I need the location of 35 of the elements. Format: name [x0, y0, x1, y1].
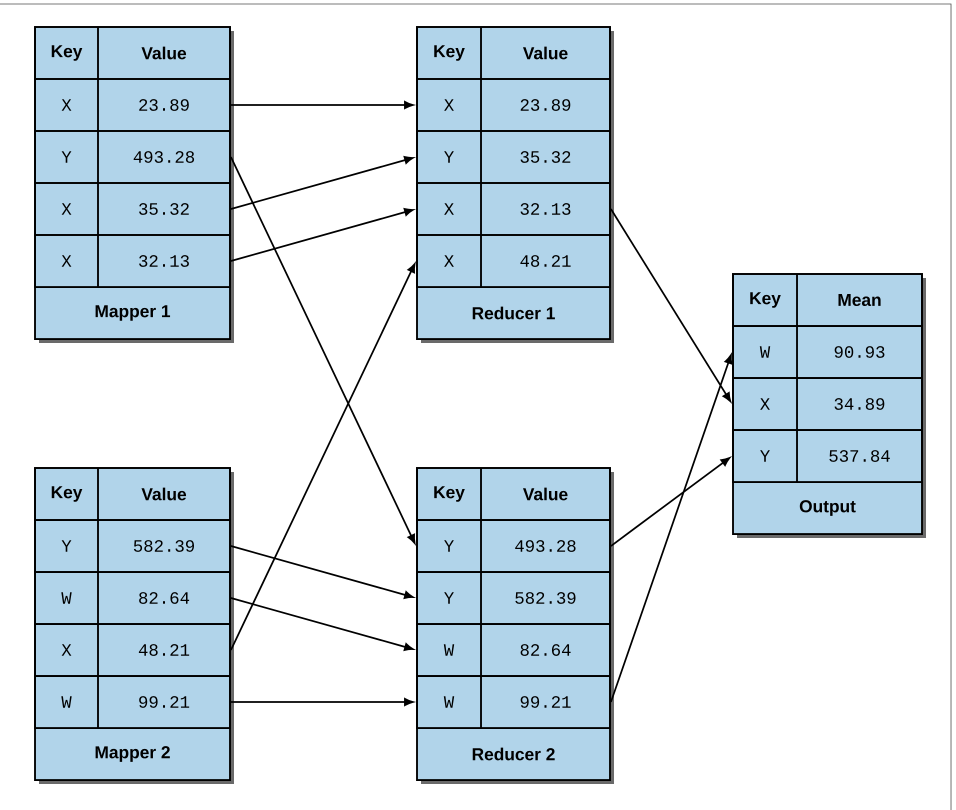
table-row: X 35.32	[34, 182, 231, 236]
table-row: X 32.13	[416, 182, 611, 236]
arrow	[610, 354, 732, 702]
header-row: Key Value	[416, 26, 611, 80]
arrow	[230, 263, 416, 650]
table-row: X 48.21	[416, 234, 611, 288]
header-row: Key Value	[416, 467, 611, 521]
header-row: Key Mean	[732, 273, 923, 327]
arrow	[230, 597, 414, 651]
table-row: Y 582.39	[416, 571, 611, 625]
table-row: W 82.64	[416, 623, 611, 677]
table-row: X 48.21	[34, 623, 231, 677]
table-row: W 99.21	[416, 675, 611, 729]
arrow	[610, 457, 730, 547]
arrow	[230, 545, 414, 599]
table-row: Y 493.28	[416, 519, 611, 573]
table-row: Y 35.32	[416, 130, 611, 184]
arrow	[230, 698, 414, 706]
arrow	[610, 208, 732, 402]
table-row: W 82.64	[34, 571, 231, 625]
arrow	[230, 156, 416, 544]
table-row: X 23.89	[34, 78, 231, 132]
table-row: Y 493.28	[34, 130, 231, 184]
header-row: Key Value	[34, 26, 231, 80]
arrow	[230, 101, 414, 109]
table-row: X 23.89	[416, 78, 611, 132]
arrow	[230, 208, 414, 262]
table-row: Y 582.39	[34, 519, 231, 573]
table-row: Y 537.84	[732, 429, 923, 483]
table-row: W 99.21	[34, 675, 231, 729]
table-row: W 90.93	[732, 325, 923, 379]
arrow	[230, 156, 414, 210]
header-row: Key Value	[34, 467, 231, 521]
table-row: X 34.89	[732, 377, 923, 431]
table-row: X 32.13	[34, 234, 231, 288]
